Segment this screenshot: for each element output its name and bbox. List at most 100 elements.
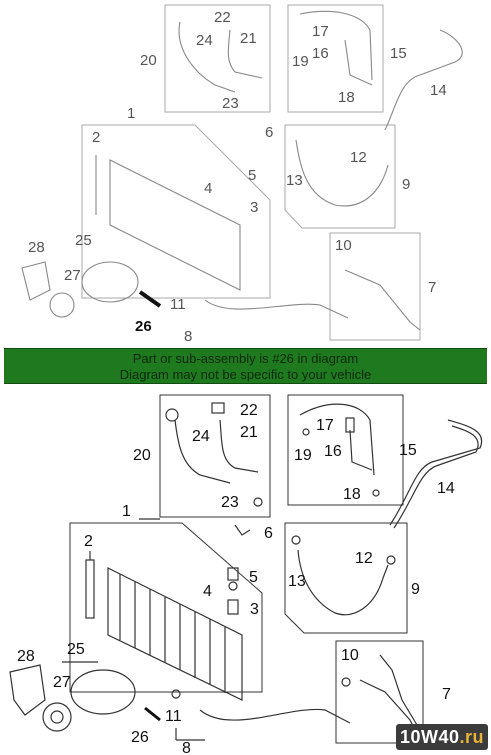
- top-line-7: [344, 269, 421, 331]
- callout-25: 25: [67, 641, 85, 658]
- callout-21: 21: [240, 424, 258, 441]
- top-diagram: 22 24 21 20 23 17 16 19 15 18 14 1 2 6 1…: [21, 4, 463, 345]
- receiver-dryer: [85, 559, 95, 619]
- callout-23: 23: [221, 494, 239, 511]
- callout-24: 24: [192, 428, 210, 445]
- callout-11: 11: [165, 708, 182, 725]
- top-callout-4: 4: [204, 180, 212, 197]
- fitting-20: [165, 408, 179, 422]
- hose-14: [389, 419, 483, 526]
- callout-26: 26: [131, 729, 149, 746]
- top-callout-5: 5: [248, 167, 256, 184]
- callout-7: 7: [442, 686, 451, 703]
- sensor-6: [234, 524, 251, 536]
- top-callout-16: 16: [312, 45, 329, 62]
- line-7b: [379, 654, 421, 731]
- top-line-9: [295, 139, 389, 207]
- bottom-diagram: 22 24 21 20 23 17 19 16 15 18 14 1 2 6 1…: [9, 394, 483, 755]
- info-banner: Part or sub-assembly is #26 in diagram D…: [4, 348, 487, 384]
- top-callout-8: 8: [184, 328, 192, 345]
- callout-4: 4: [203, 583, 212, 600]
- top-callout-26: 26: [135, 318, 152, 335]
- top-callout-25: 25: [75, 232, 92, 249]
- callout-5: 5: [249, 569, 258, 586]
- top-frame-20: [164, 4, 271, 113]
- watermark-suffix: .ru: [459, 727, 485, 747]
- top-hose-20: [178, 21, 236, 93]
- callout-15: 15: [399, 442, 417, 459]
- top-frame-1: [81, 124, 271, 299]
- top-callout-24: 24: [196, 32, 213, 49]
- top-callout-1: 1: [127, 105, 135, 122]
- frame-1: [69, 522, 263, 693]
- frame-15: [287, 394, 404, 506]
- callout-1: 1: [122, 503, 131, 520]
- top-frame-15: [287, 4, 384, 113]
- cap-22: [211, 402, 225, 414]
- top-hose-21: [227, 29, 263, 79]
- top-callout-13: 13: [286, 172, 303, 189]
- hose-15: [299, 403, 375, 476]
- top-callout-22: 22: [214, 9, 231, 26]
- callout-6: 6: [264, 525, 273, 542]
- callout-14: 14: [437, 480, 455, 497]
- top-frame-9: [284, 124, 396, 229]
- top-pulley: [49, 292, 75, 318]
- callout-13: 13: [288, 573, 306, 590]
- bolt-26: [144, 706, 161, 722]
- hose-21: [219, 419, 259, 473]
- top-callout-12: 12: [350, 149, 367, 166]
- hose-16: [349, 429, 373, 471]
- callout-16: 16: [324, 443, 342, 460]
- top-callout-19: 19: [292, 53, 309, 70]
- plug-3: [227, 599, 239, 615]
- line-8: [199, 708, 351, 724]
- top-callout-28: 28: [28, 239, 45, 256]
- oring-4: [228, 581, 238, 591]
- callout-10: 10: [341, 647, 359, 664]
- oring-18: [372, 489, 380, 497]
- top-callout-17: 17: [312, 23, 329, 40]
- watermark-logo: 10W40.ru: [396, 724, 488, 750]
- top-callout-18: 18: [338, 89, 355, 106]
- callout-8: 8: [182, 740, 191, 755]
- valve-5: [227, 567, 239, 581]
- oring-11: [171, 689, 181, 699]
- top-callout-6: 6: [265, 124, 273, 141]
- top-frame-7: [329, 232, 421, 341]
- oring-23: [253, 497, 263, 507]
- callout-18: 18: [343, 486, 361, 503]
- oring-10: [341, 677, 351, 687]
- top-bolt-26: [138, 290, 162, 308]
- banner-line-2: Diagram may not be specific to your vehi…: [119, 367, 372, 382]
- callout-28: 28: [17, 648, 35, 665]
- callout-9: 9: [411, 581, 420, 598]
- top-callout-14: 14: [430, 82, 447, 99]
- top-callout-11: 11: [170, 296, 186, 313]
- top-callout-20: 20: [140, 52, 157, 69]
- callout-20: 20: [133, 447, 151, 464]
- top-callout-10: 10: [335, 237, 352, 254]
- hose-20: [174, 419, 231, 484]
- top-callout-21: 21: [240, 30, 257, 47]
- top-callout-7: 7: [428, 279, 436, 296]
- top-callout-23: 23: [222, 95, 239, 112]
- condenser: [107, 567, 243, 701]
- top-bracket: [21, 261, 51, 301]
- bracket-28: [9, 664, 46, 716]
- banner-line-1: Part or sub-assembly is #26 in diagram: [132, 351, 359, 366]
- top-line-8: [204, 299, 349, 319]
- sensor-17: [345, 417, 355, 433]
- pulley-hub: [50, 710, 64, 724]
- pulley: [42, 702, 72, 732]
- frame-20: [159, 394, 271, 518]
- top-callout-3: 3: [250, 199, 258, 216]
- callout-27: 27: [53, 674, 71, 691]
- frame-9: [284, 522, 408, 634]
- callout-17: 17: [316, 417, 334, 434]
- top-hose-16: [344, 39, 373, 86]
- top-callout-27: 27: [64, 267, 81, 284]
- oring-12: [386, 555, 396, 565]
